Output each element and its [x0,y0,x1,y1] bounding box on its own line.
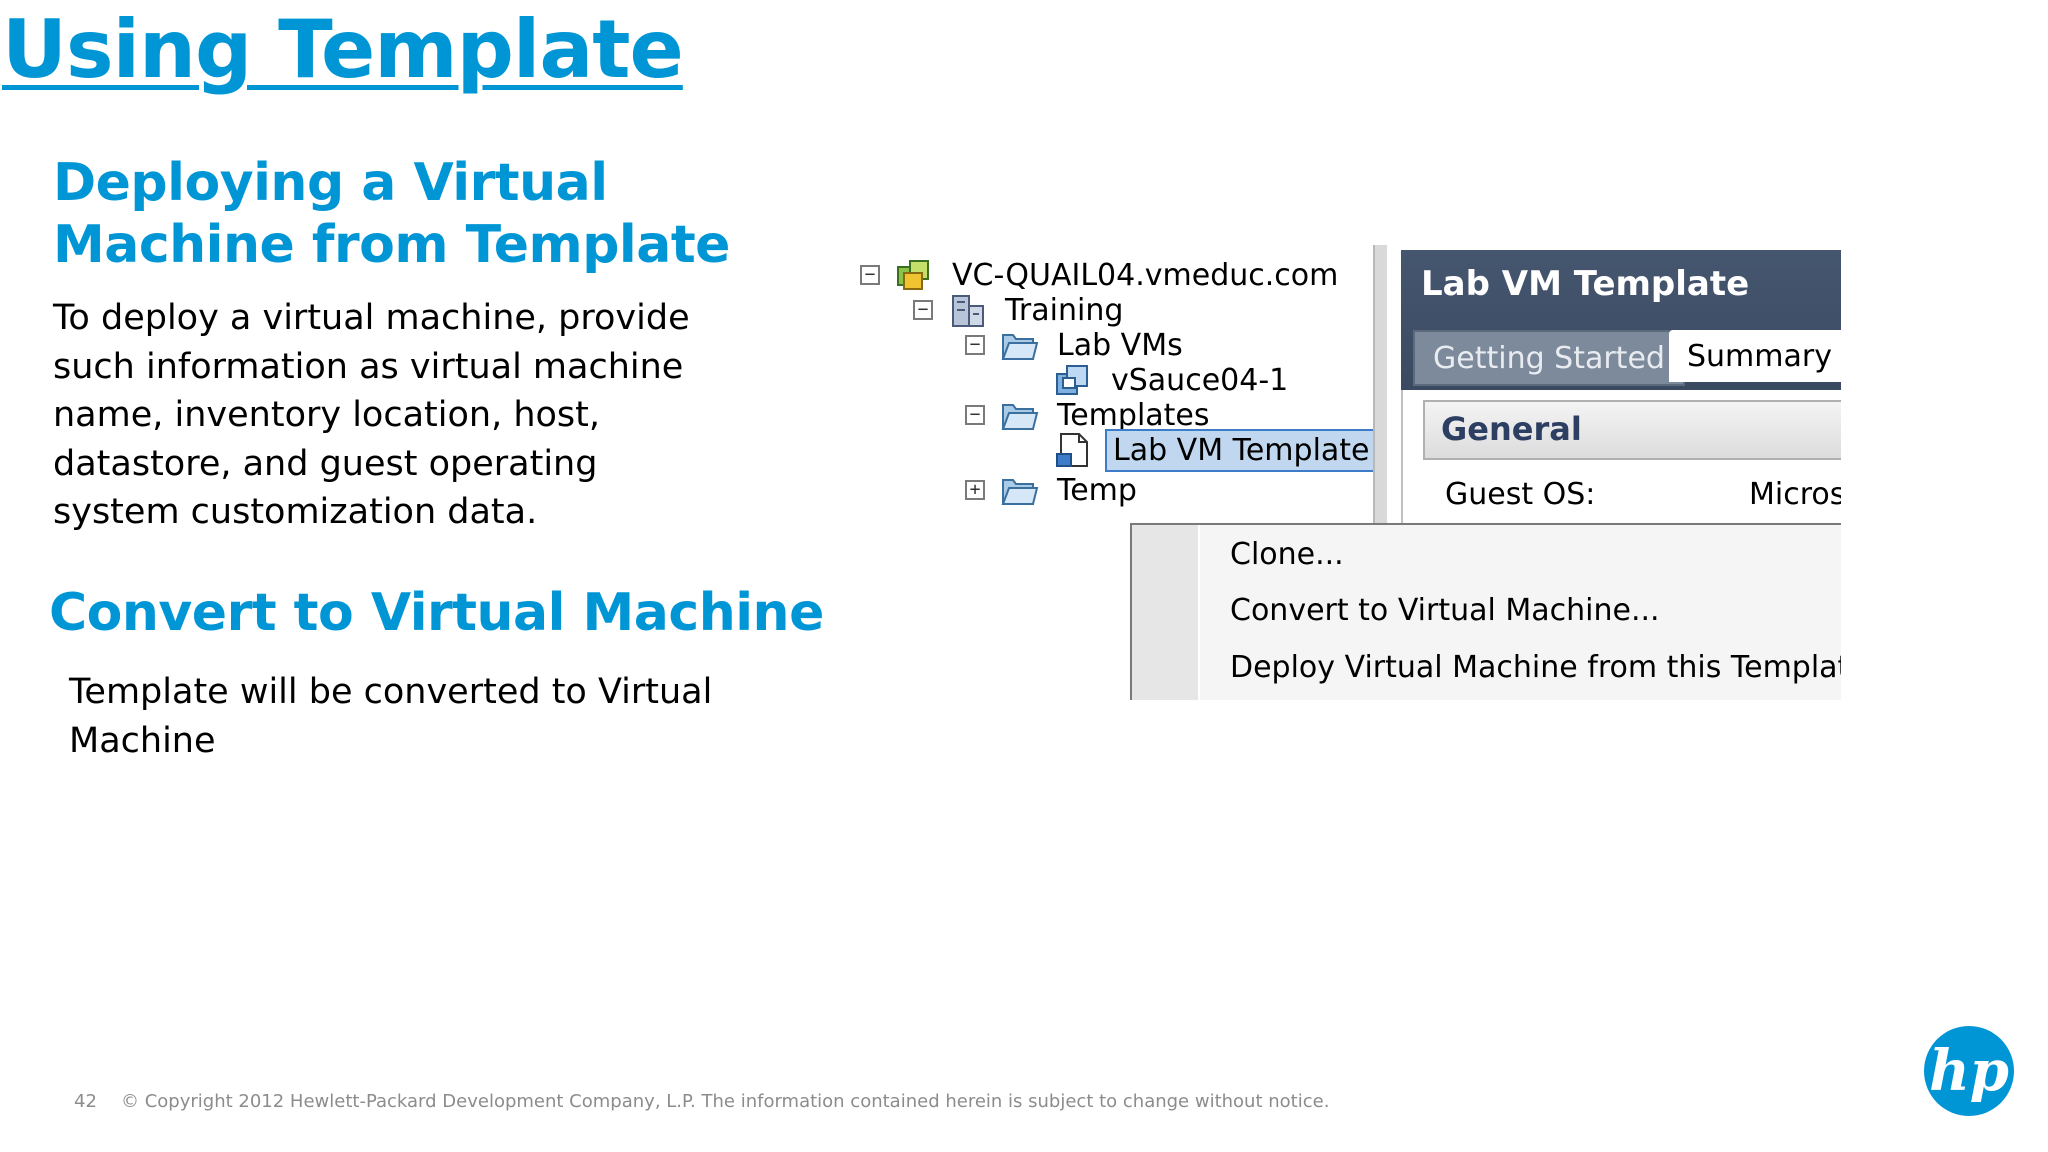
collapse-icon[interactable]: − [860,265,880,285]
menu-item-deploy-vm[interactable]: Deploy Virtual Machine from this Templat… [1230,650,1841,685]
collapse-icon[interactable]: − [965,335,985,355]
object-header: Lab VM Template Getting Started Summary [1401,250,1841,390]
object-title: Lab VM Template [1421,264,1750,304]
tree-item-templates[interactable]: − Templates [965,395,1216,435]
convert-heading: Convert to Virtual Machine [49,583,824,643]
tree-item-vsauce[interactable]: vSauce04-1 [1053,360,1294,400]
menu-gutter [1132,525,1200,700]
page-number: 42 [74,1091,97,1112]
tree-item-training[interactable]: − Training [913,290,1129,330]
tree-item-temp[interactable]: + Temp [965,470,1143,510]
menu-item-convert-to-vm[interactable]: Convert to Virtual Machine... [1230,593,1660,628]
folder-icon [1001,334,1039,360]
guest-os-value: Microsc [1749,477,1841,512]
expand-icon[interactable]: + [965,480,985,500]
datacenter-icon [952,295,984,327]
folder-icon [1001,404,1039,430]
tree-label: Templates [1057,397,1210,433]
tree-label: vSauce04-1 [1111,362,1289,398]
context-menu: Clone... Convert to Virtual Machine... D… [1130,523,1841,700]
deploy-description-line: To deploy a virtual machine, provide [53,298,690,338]
deploy-heading-line1: Deploying a Virtual [53,153,608,213]
menu-item-clone[interactable]: Clone... [1230,537,1344,572]
deploy-description-line: such information as virtual machine [53,346,684,387]
deploy-heading-line2: Machine from Template [53,215,730,275]
collapse-icon[interactable]: − [913,300,933,320]
vm-icon [1056,365,1088,395]
tree-item-lab-vm-template[interactable]: Lab VM Template [1053,428,1378,472]
general-section-label: General [1441,410,1582,448]
template-icon [1056,433,1088,467]
general-section-header[interactable]: General [1423,400,1841,460]
deploy-description-line: name, inventory location, host, [53,395,601,435]
convert-description-line: Template will be converted to Virtual [69,672,713,712]
collapse-icon[interactable]: − [965,405,985,425]
tree-label: Temp [1057,472,1137,508]
vsphere-screenshot: − VC-QUAIL04.vmeduc.com − Training − Lab… [843,245,1841,700]
slide-title: Using Template [2,3,684,96]
vcenter-icon [897,260,929,290]
tree-label-selected: Lab VM Template [1105,428,1378,472]
deploy-description-line: system customization data. [53,492,538,532]
deploy-description: To deploy a virtual machine, provide suc… [53,294,690,537]
guest-os-label: Guest OS: [1445,477,1596,512]
tree-item-vcenter[interactable]: − VC-QUAIL04.vmeduc.com [860,255,1344,295]
tree-item-lab-vms[interactable]: − Lab VMs [965,325,1189,365]
convert-description: Template will be converted to Virtual Ma… [69,668,712,765]
deploy-heading: Deploying a Virtual Machine from Templat… [53,152,730,276]
tree-label: Lab VMs [1057,327,1183,363]
tree-label: Training [1005,292,1124,328]
tab-summary[interactable]: Summary [1669,330,1841,382]
folder-icon [1001,479,1039,505]
tab-getting-started[interactable]: Getting Started [1413,330,1685,386]
hp-logo: hp [1924,1026,2014,1116]
convert-description-line: Machine [69,720,216,761]
deploy-description-line: datastore, and guest operating [53,443,598,484]
copyright-notice: © Copyright 2012 Hewlett-Packard Develop… [121,1091,1330,1112]
tree-label: VC-QUAIL04.vmeduc.com [952,257,1339,293]
